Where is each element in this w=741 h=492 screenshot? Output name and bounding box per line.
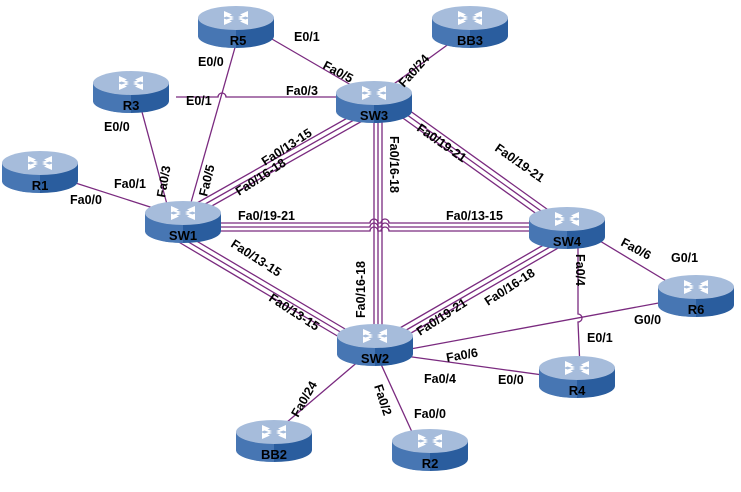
link-sw3-sw2 (373, 120, 383, 330)
label-r1-fa0-0: Fa0/0 (70, 193, 102, 207)
label-sw3-fa0-24: Fa0/24 (396, 52, 432, 90)
link-sw1-sw4 (182, 218, 562, 232)
switch-sw1-label: SW1 (169, 228, 197, 243)
label-sw4-fa0-4: Fa0/4 (573, 254, 587, 286)
label-sw2-fa0-13-15: Fa0/13-15 (266, 291, 321, 334)
label-r5-e0-1: E0/1 (294, 30, 320, 44)
link-sw2-r6 (404, 301, 665, 351)
link-r5-sw1 (189, 43, 237, 207)
router-r4-label: R4 (569, 383, 586, 398)
label-sw3-fa0-19-21: Fa0/19-21 (414, 121, 469, 165)
label-sw2-fa0-2: Fa0/2 (371, 383, 394, 418)
label-sw4-fa0-6: Fa0/6 (619, 235, 654, 262)
router-r1[interactable]: R1 (2, 151, 78, 193)
label-sw2-fa0-4: Fa0/4 (424, 372, 456, 386)
link-sw4-r4 (577, 236, 583, 369)
label-sw2-fa0-16-18: Fa0/16-18 (354, 261, 368, 318)
label-sw3-fa0-5: Fa0/5 (321, 58, 356, 85)
label-sw2-fa0-24: Fa0/24 (288, 379, 320, 420)
router-bb2[interactable]: BB2 (236, 420, 312, 462)
switch-sw2-label: SW2 (361, 351, 389, 366)
link-sw1-sw3 (180, 111, 365, 221)
switch-sw1[interactable]: SW1 (145, 201, 221, 243)
label-r5-e0-0: E0/0 (198, 55, 224, 69)
label-sw1-fa0-1: Fa0/1 (114, 177, 146, 191)
link-r3-sw1 (141, 111, 169, 209)
label-sw3-fa0-3: Fa0/3 (286, 84, 318, 98)
link-sw2-r4 (404, 355, 551, 377)
link-sw1-sw2 (176, 232, 363, 348)
label-sw1-fa0-19-21: Fa0/19-21 (238, 209, 295, 223)
router-r1-label: R1 (32, 178, 49, 193)
switch-sw3[interactable]: SW3 (336, 81, 412, 123)
label-sw2-fa0-6: Fa0/6 (445, 346, 479, 365)
link-sw2-bb2 (279, 359, 361, 429)
switch-sw2[interactable]: SW2 (337, 324, 413, 366)
label-sw3-fa0-16-18: Fa0/16-18 (387, 136, 401, 193)
router-bb3-label: BB3 (457, 33, 483, 48)
router-r5-label: R5 (230, 33, 247, 48)
label-r4-e0-1: E0/1 (587, 331, 613, 345)
label-sw1-fa0-3: Fa0/3 (154, 165, 173, 199)
label-r3-e0-1: E0/1 (186, 94, 212, 108)
devices-layer: R5 BB3 R3 SW3 R1 SW1 SW4 R6 (2, 6, 734, 471)
link-sw2-r2 (379, 361, 413, 433)
label-r3-e0-0: E0/0 (104, 120, 130, 134)
router-r5[interactable]: R5 (198, 6, 274, 48)
router-r6[interactable]: R6 (658, 275, 734, 317)
label-r2-fa0-0: Fa0/0 (414, 407, 446, 421)
router-r6-label: R6 (688, 302, 705, 317)
router-r2[interactable]: R2 (392, 429, 468, 471)
label-r4-e0-0: E0/0 (498, 373, 524, 387)
label-sw4-fa0-13-15: Fa0/13-15 (446, 209, 503, 223)
link-sw3-sw4 (399, 107, 566, 231)
label-sw1-fa0-16-18: Fa0/16-18 (233, 156, 288, 199)
switch-sw4-label: SW4 (553, 234, 582, 249)
router-bb2-label: BB2 (261, 447, 287, 462)
router-r2-label: R2 (422, 456, 439, 471)
label-r6-g0-1: G0/1 (671, 251, 698, 265)
label-sw4-fa0-19-21: Fa0/19-21 (492, 141, 547, 185)
link-sw2-sw4 (385, 231, 573, 345)
label-r6-g0-0: G0/0 (634, 313, 661, 327)
switch-sw4[interactable]: SW4 (529, 207, 605, 249)
label-sw2-fa0-19-21: Fa0/19-21 (414, 296, 469, 339)
label-sw1-fa0-13-15: Fa0/13-15 (228, 237, 283, 280)
router-r3-label: R3 (123, 98, 140, 113)
switch-sw3-label: SW3 (360, 108, 388, 123)
router-r3[interactable]: R3 (93, 71, 169, 113)
router-bb3[interactable]: BB3 (432, 6, 508, 48)
router-r4[interactable]: R4 (539, 356, 615, 398)
